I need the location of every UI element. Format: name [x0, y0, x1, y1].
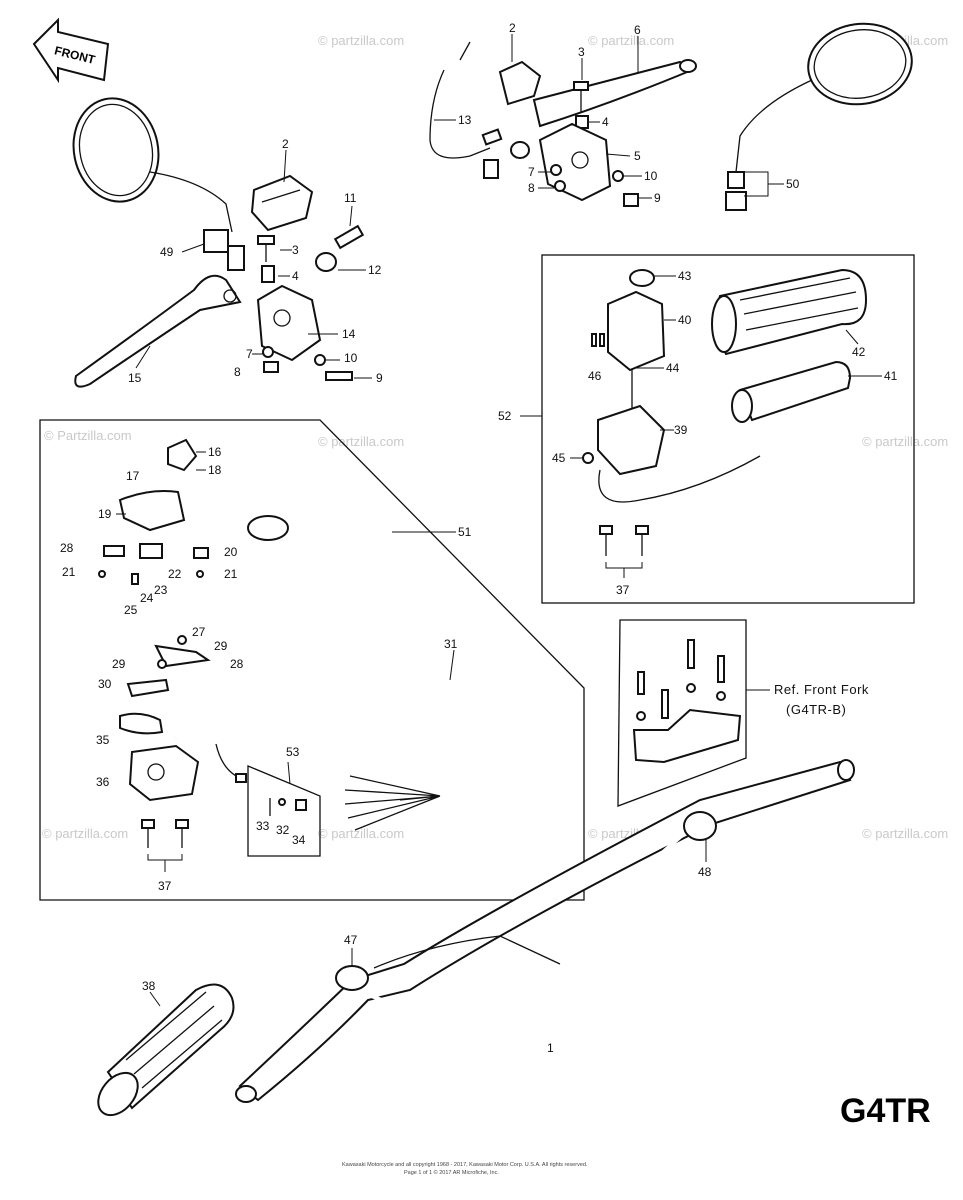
callout-48: 48 — [698, 865, 712, 879]
callout-8: 8 — [528, 181, 535, 195]
callout-1: 1 — [547, 1041, 554, 1055]
callout-2: 2 — [282, 137, 289, 151]
callout-35: 35 — [96, 733, 110, 747]
callout-46: 46 — [588, 369, 602, 383]
callout-6: 6 — [634, 23, 641, 37]
callout-53: 53 — [286, 745, 300, 759]
footer-page-info: Page 1 of 1 © 2017 AR Microfiche, Inc. — [404, 1169, 499, 1176]
callout-3: 3 — [292, 243, 299, 257]
callout-49: 49 — [160, 245, 174, 259]
callout-41: 41 — [884, 369, 898, 383]
callout-25: 25 — [124, 603, 138, 617]
callout-52: 52 — [498, 409, 512, 423]
brake-lever-assembly — [429, 41, 697, 207]
callout-37: 37 — [158, 879, 172, 893]
callout-31: 31 — [444, 637, 458, 651]
callout-50: 50 — [786, 177, 800, 191]
bolt-left — [257, 235, 275, 262]
front-arrow: FRONT — [32, 17, 110, 84]
callout-12: 12 — [368, 263, 382, 277]
callout-34: 34 — [292, 833, 306, 847]
callout-28: 28 — [230, 657, 244, 671]
callout-23: 23 — [154, 583, 168, 597]
callout-32: 32 — [276, 823, 290, 837]
callout-15: 15 — [128, 371, 142, 385]
callout-29: 29 — [112, 657, 126, 671]
watermark: © partzilla.com — [318, 33, 404, 48]
watermark: © partzilla.com — [318, 434, 404, 449]
clutch-lever — [74, 274, 242, 388]
callout-10: 10 — [344, 351, 358, 365]
callout-51: 51 — [458, 525, 472, 539]
callout-7: 7 — [528, 165, 535, 179]
collar-left — [261, 265, 275, 283]
watermark: © partzilla.com — [588, 33, 674, 48]
callout-42: 42 — [852, 345, 866, 359]
watermark: © partzilla.com — [318, 826, 404, 841]
callout-10: 10 — [644, 169, 658, 183]
callout-30: 30 — [98, 677, 112, 691]
callout-38: 38 — [142, 979, 156, 993]
callout-44: 44 — [666, 361, 680, 375]
callout-37: 37 — [616, 583, 630, 597]
callout-22: 22 — [168, 567, 182, 581]
callout-29: 29 — [214, 639, 228, 653]
callout-9: 9 — [376, 371, 383, 385]
callout-18: 18 — [208, 463, 222, 477]
callout-labels: 1 2 2 3 3 4 4 5 6 7 7 8 8 9 9 10 10 11 1… — [60, 21, 898, 1055]
left-mirror — [72, 97, 245, 271]
lever-holder-left — [256, 284, 353, 381]
callout-33: 33 — [256, 819, 270, 833]
leader-lines — [116, 34, 882, 1007]
callout-47: 47 — [344, 933, 358, 947]
callout-13: 13 — [458, 113, 472, 127]
callout-39: 39 — [674, 423, 688, 437]
footer-copyright: Kawasaki Motorcycle and all copyright 19… — [342, 1162, 588, 1168]
left-grip — [97, 983, 235, 1117]
callout-2: 2 — [509, 21, 516, 35]
callout-40: 40 — [678, 313, 692, 327]
callout-4: 4 — [602, 115, 609, 129]
callout-11: 11 — [344, 191, 357, 205]
callout-14: 14 — [342, 327, 356, 341]
callout-5: 5 — [634, 149, 641, 163]
callout-20: 20 — [224, 545, 238, 559]
callout-24: 24 — [140, 591, 154, 605]
model-code: G4TR — [840, 1092, 931, 1130]
callout-43: 43 — [678, 269, 692, 283]
callout-45: 45 — [552, 451, 566, 465]
front-fork-reference — [617, 619, 747, 807]
callout-36: 36 — [96, 775, 110, 789]
watermark: © Partzilla.com — [44, 428, 132, 443]
callout-27: 27 — [192, 625, 206, 639]
cable-adjuster-left — [315, 224, 365, 272]
callout-9: 9 — [654, 191, 661, 205]
callout-4: 4 — [292, 269, 299, 283]
reference-note-line2: (G4TR-B) — [786, 702, 846, 717]
watermark: © partzilla.com — [862, 826, 948, 841]
watermark: © partzilla.com — [42, 826, 128, 841]
lever-switch-left — [250, 174, 314, 232]
switch-wiring-panel — [39, 419, 585, 901]
callout-21: 21 — [224, 567, 238, 581]
callout-17: 17 — [126, 469, 140, 483]
right-mirror — [725, 22, 913, 211]
callout-21: 21 — [62, 565, 76, 579]
callout-7: 7 — [246, 347, 253, 361]
callout-19: 19 — [98, 507, 112, 521]
watermark: © partzilla.com — [862, 434, 948, 449]
callout-28: 28 — [60, 541, 74, 555]
reference-note-line1: Ref. Front Fork — [774, 682, 869, 697]
watermark-group: © partzilla.com © partzilla.com © partzi… — [42, 33, 948, 841]
throttle-assembly-box — [541, 254, 915, 604]
handlebar — [235, 759, 855, 1103]
callout-3: 3 — [578, 45, 585, 59]
callout-16: 16 — [208, 445, 222, 459]
callout-8: 8 — [234, 365, 241, 379]
